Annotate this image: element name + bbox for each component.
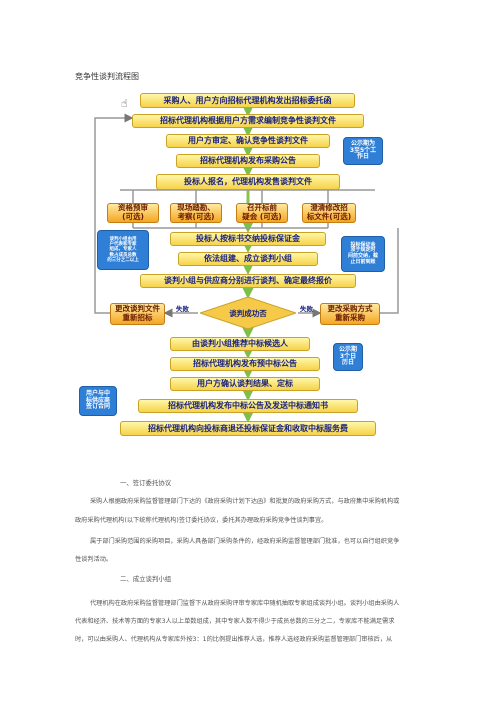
paragraph-1-line-2: 政府采购代理机构(以下统称代理机构)签订委托协议，委托其办理政府采购竞争性谈判事… xyxy=(75,517,328,524)
decision-label: 谈判成功否 xyxy=(229,309,267,318)
flow-option-prequalification: 资格预审 (可选) xyxy=(107,203,159,223)
flow-step-3: 招标代理机构发布采购公告 xyxy=(176,154,320,168)
flow-step-7: 谈判小组与供应商分别进行谈判、确定最终报价 xyxy=(140,274,356,288)
flow-start: 采购人、用户方向招标代理机构发出招标委托函 xyxy=(140,93,355,108)
decision-diamond: 谈判成功否 xyxy=(200,297,296,329)
section-heading-1: 一、签订委托协议 xyxy=(120,479,172,487)
flow-step-4: 投标人报名，代理机构发售谈判文件 xyxy=(156,174,340,190)
flow-right-alternative: 更改采购方式 重新采购 xyxy=(320,303,380,325)
note-bid-bond: 投标保证金 须于规定时 间前交纳，截 止日前到账 xyxy=(341,236,385,272)
flow-step-6: 依法组建、成立谈判小组 xyxy=(178,252,318,266)
flow-step-8: 由谈判小组推荐中标候选人 xyxy=(170,337,310,351)
pointer-hand-icon: ☝ xyxy=(121,97,128,110)
note-sign-contract: 用户与中 标供应商 签订合同 xyxy=(79,386,117,416)
page-title: 竞争性谈判流程图 xyxy=(75,72,139,81)
flow-step-1: 招标代理机构根据用户方需求编制竞争性谈判文件 xyxy=(132,114,364,128)
flow-option-site-visit: 现场踏勘、 考察(可选) xyxy=(170,203,222,223)
paragraph-2-line-2: 性谈判活动。 xyxy=(75,556,113,563)
flowchart-connectors xyxy=(94,99,399,423)
paragraph-2-line-1: 属于部门采购范围的采购项目，采购人具备部门采购条件的，经政府采购监督管理部门批准… xyxy=(90,538,400,545)
note-publicity-period-2: 公示期 3个日 历日 xyxy=(333,343,363,371)
flow-step-9: 招标代理机构发布预中标公告 xyxy=(170,357,320,371)
flow-left-alternative: 更改谈判文件 重新招标 xyxy=(110,303,165,325)
fail-label-right: 失败 xyxy=(300,305,313,313)
note-negotiation-team: 谈判小组由用 户代表和专家 组成，专家人 数占成员总数 的三分之二以上 xyxy=(97,230,149,270)
paragraph-3-line-1: 代理机构在政府采购监督管理部门监督下从政府采购评审专家库中随机抽取专家组成谈判小… xyxy=(90,600,400,607)
flow-step-2: 用户方审定、确认竞争性谈判文件 xyxy=(166,134,330,148)
section-heading-2: 二、成立谈判小组 xyxy=(120,575,172,583)
flow-step-10: 用户方确认谈判结果、定标 xyxy=(170,377,320,391)
flow-option-clarify-docs: 澄清修改招 标文件(可选) xyxy=(302,203,356,223)
paragraph-3-line-2: 代表和经济、技术等方面的专家3人以上单数组成，其中专家人数不得少于成员总数的三分… xyxy=(75,618,395,625)
flow-option-pre-bid-meeting: 召开标前 疑会 (可选) xyxy=(236,203,288,223)
flowchart: ☝ 采购人、用户方向招标代理机构发出招标委托函 招标代理机构根据用户方需求编制竞… xyxy=(79,93,399,436)
paragraph-3-line-3: 时，可以由采购人、代理机构从专家库外按3：1的比例提出推荐人选，推荐人选经政府采… xyxy=(75,636,393,643)
flow-step-11: 招标代理机构发布中标公告及发送中标通知书 xyxy=(138,399,358,413)
flow-step-12: 招标代理机构向投标商退还投标保证金和收取中标服务费 xyxy=(120,421,376,436)
note-publicity-period-1: 公示期为 3至5个工 作日 xyxy=(343,137,383,165)
fail-label-left: 失败 xyxy=(176,305,189,313)
paragraph-1-line-1: 采购人根据政府采购监督管理部门下达的《政府采购计划下达函》和批复的政府采购方式，… xyxy=(90,498,400,505)
flow-step-5: 投标人按标书交纳投标保证金 xyxy=(170,232,326,246)
